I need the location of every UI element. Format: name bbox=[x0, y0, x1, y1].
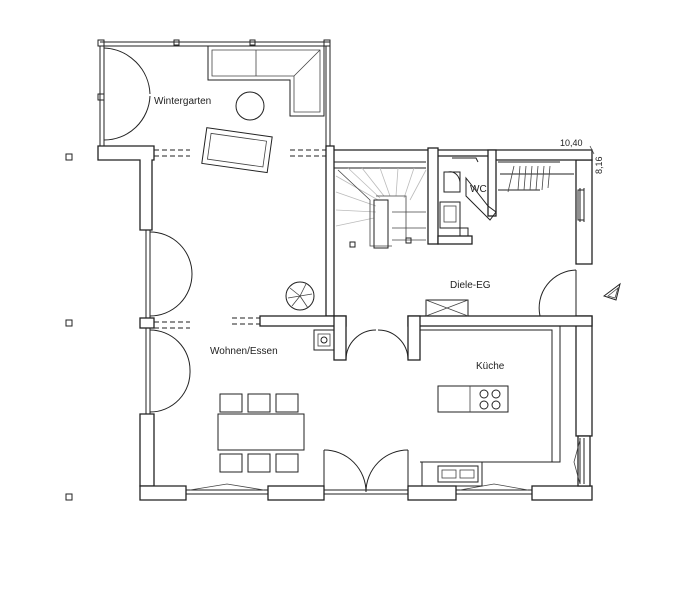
interior-walls bbox=[259, 147, 593, 361]
plant bbox=[285, 281, 315, 311]
stove bbox=[313, 329, 335, 351]
room-label-wohnen: Wohnen/Essen bbox=[210, 346, 278, 357]
left-windows bbox=[145, 230, 193, 414]
room-label-wintergarten: Wintergarten bbox=[154, 96, 211, 107]
wc-fixtures bbox=[439, 157, 497, 237]
terrace-door bbox=[323, 449, 409, 495]
kitchen-counter bbox=[420, 325, 561, 487]
staircase bbox=[334, 161, 427, 249]
wintergarten-sofa bbox=[207, 45, 325, 117]
entrance-marker bbox=[602, 282, 621, 301]
room-label-wc: WC bbox=[470, 184, 487, 195]
round-table bbox=[235, 91, 265, 121]
dimension-depth: 8,16 bbox=[594, 156, 604, 174]
bottom-windows bbox=[186, 483, 532, 495]
entrance-door bbox=[538, 269, 577, 317]
dining-set bbox=[217, 393, 305, 473]
room-label-diele: Diele-EG bbox=[450, 280, 491, 291]
wintergarten-door bbox=[103, 47, 151, 141]
kitchen-door bbox=[345, 329, 409, 361]
reference-markers bbox=[65, 153, 73, 501]
kitchen-island bbox=[437, 385, 509, 413]
lounge-chair bbox=[201, 127, 273, 174]
dashed-ceiling-lines bbox=[154, 149, 326, 329]
chimney-shaft bbox=[425, 299, 469, 317]
dimension-marks bbox=[496, 145, 595, 155]
wardrobe bbox=[498, 161, 585, 221]
dimension-width: 10,40 bbox=[560, 138, 583, 148]
room-label-kueche: Küche bbox=[476, 361, 505, 372]
